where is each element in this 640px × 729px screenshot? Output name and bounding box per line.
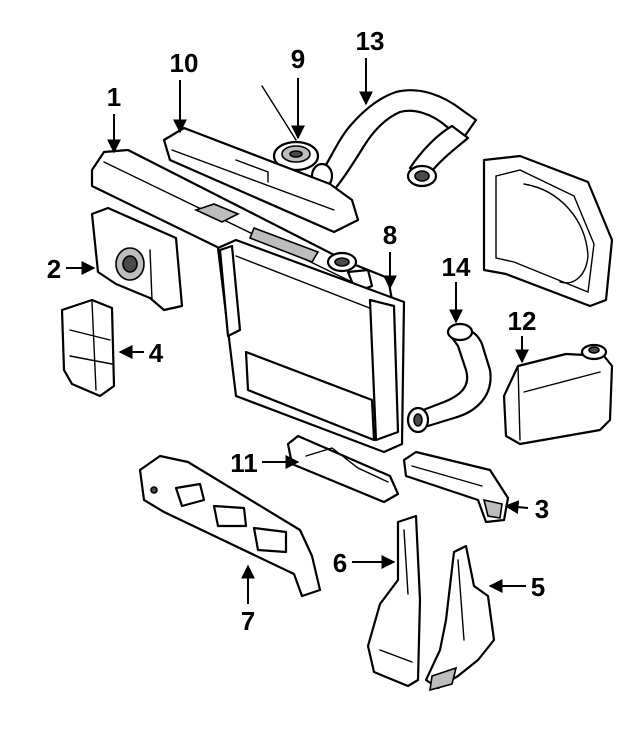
part-7-lower-support	[138, 454, 322, 598]
callout-13: 13	[356, 26, 385, 56]
callout-3: 3	[535, 494, 549, 524]
callout-4: 4	[149, 338, 164, 368]
callout-11: 11	[230, 448, 258, 478]
callout-6: 6	[333, 548, 347, 578]
part-9-cap-seal	[261, 85, 320, 172]
leader-3	[504, 500, 529, 515]
part-3-right-deflector	[402, 450, 510, 524]
callout-12: 12	[508, 306, 537, 336]
callout-14: 14	[442, 252, 471, 282]
part-12-reservoir	[502, 343, 614, 446]
leader-lines	[66, 58, 529, 604]
part-13-upper-hose	[310, 89, 478, 192]
part-10-upper-baffle	[162, 126, 360, 234]
part-4-left-bracket	[60, 298, 116, 398]
part-8-radiator	[216, 226, 406, 454]
callout-labels: 1 2 3 4 5 6 7 8 9 10 11 12 13 14	[47, 26, 549, 636]
callout-5: 5	[531, 572, 545, 602]
part-14-lower-hose	[406, 322, 492, 434]
callout-1: 1	[107, 82, 121, 112]
part-2-left-baffle	[90, 206, 184, 312]
callout-7: 7	[241, 606, 255, 636]
callout-8: 8	[383, 220, 397, 250]
callout-9: 9	[291, 44, 305, 74]
part-6-center-bracket	[366, 514, 422, 688]
fan-shroud	[482, 154, 614, 308]
part-5-right-bracket	[424, 544, 496, 692]
callout-2: 2	[47, 254, 61, 284]
callout-10: 10	[170, 48, 199, 78]
